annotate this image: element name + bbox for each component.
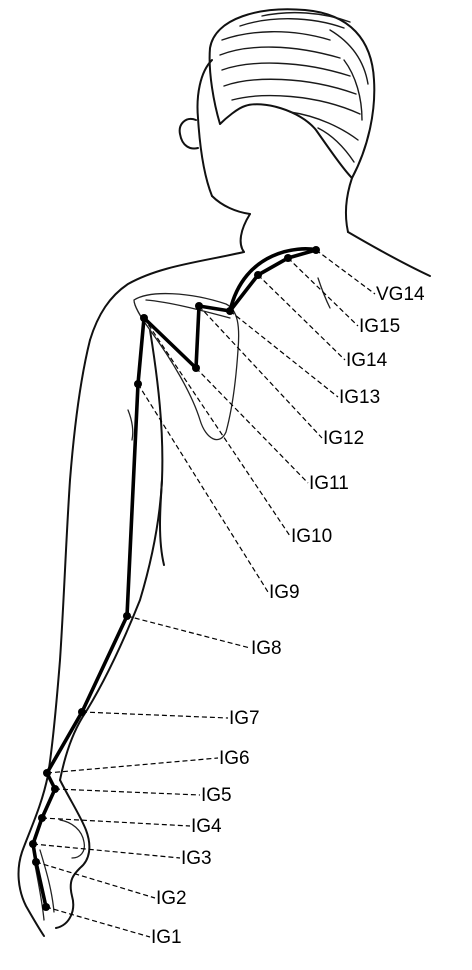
leader-line-ig6 <box>46 757 219 774</box>
acupoint-ig12 <box>195 302 203 310</box>
acupoint-ig9 <box>134 380 142 388</box>
label-ig4: IG4 <box>191 816 222 837</box>
label-ig14: IG14 <box>346 350 388 371</box>
leader-lines <box>32 249 376 938</box>
hair-strokes <box>219 11 369 163</box>
label-ig12: IG12 <box>323 428 364 449</box>
label-ig6: IG6 <box>219 748 250 769</box>
acupoint-ig8 <box>123 612 131 620</box>
acupoint-ig5 <box>51 785 59 793</box>
label-ig15: IG15 <box>359 316 400 337</box>
face-outline <box>196 59 213 197</box>
acupoint-ig1 <box>42 903 50 911</box>
acupoint-ig6 <box>43 769 51 777</box>
acupoints <box>29 246 320 911</box>
leader-line-ig13 <box>229 310 339 398</box>
label-vg14: VG14 <box>376 284 425 305</box>
acupoint-ig14 <box>254 271 262 279</box>
neck-back <box>344 177 353 233</box>
ear-icon <box>178 118 199 150</box>
label-ig8: IG8 <box>251 638 282 659</box>
armpit-line <box>127 409 134 441</box>
label-ig10: IG10 <box>291 526 332 547</box>
acupoint-ig11 <box>192 364 200 372</box>
leader-line-ig10 <box>143 317 291 537</box>
shoulder-left <box>89 251 245 341</box>
acupoint-ig10 <box>140 314 148 322</box>
meridian-top <box>228 247 318 313</box>
leader-line-ig5 <box>54 788 201 796</box>
thumb <box>59 819 86 859</box>
label-ig2: IG2 <box>156 888 187 909</box>
head <box>178 8 376 253</box>
shoulder-right <box>347 231 431 277</box>
leader-line-ig15 <box>287 257 359 327</box>
torso-side <box>159 479 165 566</box>
leader-line-vg14 <box>315 249 376 295</box>
label-ig5: IG5 <box>201 785 232 806</box>
label-ig13: IG13 <box>339 387 380 408</box>
acupoint-ig7 <box>78 708 86 716</box>
scapula-spine <box>145 299 231 319</box>
label-ig9: IG9 <box>269 582 300 603</box>
jaw-line <box>211 195 251 215</box>
hand-outline <box>55 779 91 929</box>
arm-outer <box>17 339 91 937</box>
leader-line-ig12 <box>198 305 323 439</box>
leader-line-ig11 <box>195 367 309 484</box>
label-ig3: IG3 <box>181 848 212 869</box>
hair <box>208 8 376 179</box>
neck-front <box>239 213 251 253</box>
acupoint-ig2 <box>32 858 40 866</box>
leader-line-ig14 <box>257 274 346 361</box>
point-labels: VG14IG15IG14IG13IG12IG11IG10IG9IG8IG7IG6… <box>151 284 425 948</box>
leader-line-ig1 <box>45 906 151 938</box>
trapezius-line <box>317 277 331 309</box>
meridian-line <box>31 248 318 909</box>
acupoint-ig13 <box>226 307 234 315</box>
leader-line-ig8 <box>126 615 251 649</box>
leader-line-ig4 <box>41 817 191 827</box>
leader-line-ig7 <box>81 711 229 719</box>
leader-line-ig9 <box>137 383 269 593</box>
acupoint-vg14 <box>312 246 320 254</box>
body <box>17 231 431 937</box>
scapula-outline <box>133 292 240 441</box>
leader-line-ig2 <box>35 861 156 899</box>
acupoint-ig3 <box>29 840 37 848</box>
acupoint-ig4 <box>38 814 46 822</box>
acupoint-ig15 <box>284 254 292 262</box>
label-ig11: IG11 <box>309 473 349 494</box>
leader-line-ig3 <box>32 843 181 859</box>
label-ig1: IG1 <box>151 927 182 948</box>
arm-inner <box>59 329 164 781</box>
label-ig7: IG7 <box>229 708 260 729</box>
